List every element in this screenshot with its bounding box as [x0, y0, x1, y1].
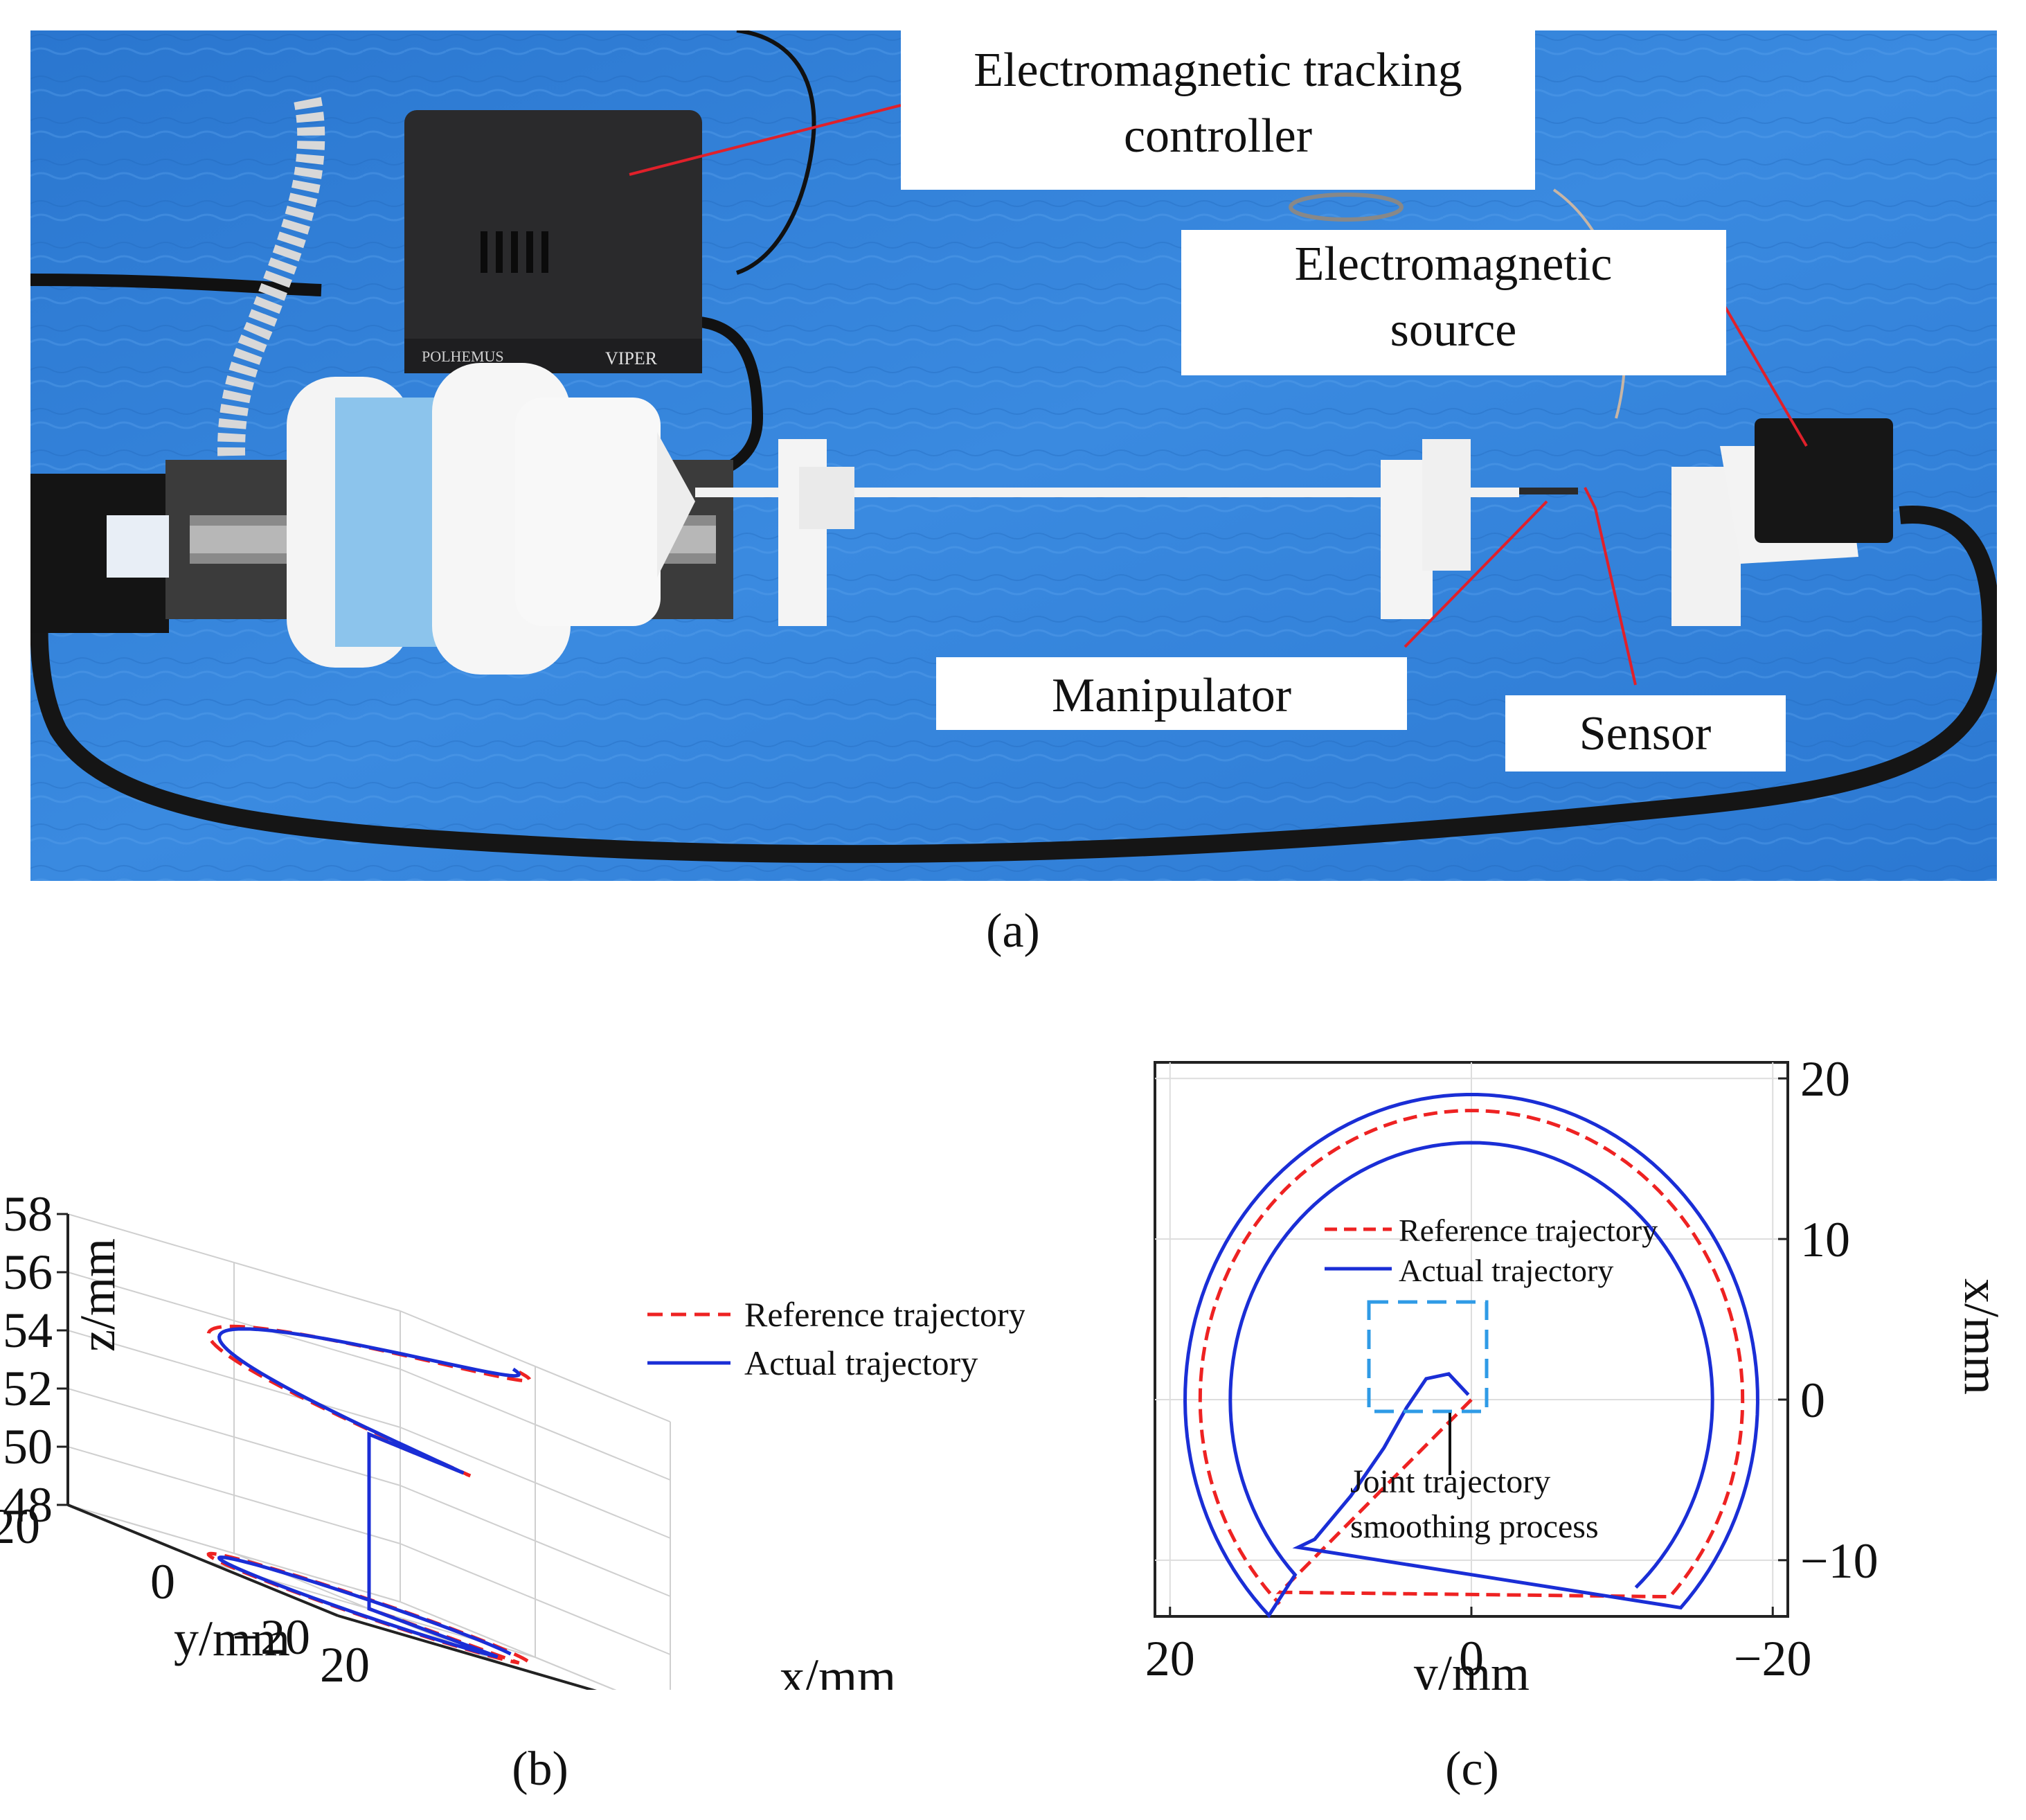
caption-c: (c) [1445, 1742, 1499, 1796]
series-b-actual-trajectory [217, 1327, 521, 1659]
legend-c-actual-label: Actual trajectory [1399, 1253, 1613, 1288]
plot-top-view-trajectory: 20 0 −20 20 10 0 −10 Joint trajectory smoothin… [1145, 1051, 2009, 1690]
manipulator-callout: Manipulator [936, 657, 1407, 730]
plot-b-legend: Reference trajectory Actual trajectory [647, 1295, 1025, 1382]
tick-label-b-z: 48 [3, 1477, 53, 1533]
legend-c-reference-label: Reference trajectory [1399, 1213, 1658, 1248]
legend-b-reference-label: Reference trajectory [744, 1295, 1025, 1334]
tick-label-c-x: 0 [1459, 1631, 1484, 1686]
caption-b: (b) [512, 1742, 568, 1796]
plot-c-legend: Reference trajectory Actual trajectory [1325, 1213, 1658, 1288]
tick-label-b-z: 50 [3, 1419, 53, 1474]
smoothing-highlight-box [1367, 1300, 1489, 1413]
tick-label-c-y: 20 [1800, 1051, 1850, 1107]
plot-b-xlabel: x/mm [780, 1649, 896, 1690]
plot-b-grid [66, 1213, 671, 1690]
tick-label-c-y: −10 [1800, 1533, 1879, 1589]
plot-c-xlabel: y/mm [1413, 1645, 1530, 1690]
rod-support-1 [778, 439, 854, 626]
plot-c-series [1183, 1092, 1759, 1618]
rod-support-2 [1381, 439, 1471, 619]
tick-label-c-y: 10 [1800, 1212, 1850, 1267]
tick-label-b-x: 20 [320, 1637, 370, 1690]
tick-label-c-x: 20 [1145, 1631, 1195, 1686]
grid-b-floor-line [337, 1615, 595, 1690]
annotation-line1: Joint trajectory [1350, 1463, 1550, 1500]
axis-b-y [67, 1504, 339, 1617]
plot-b-zlabel: z/mm [70, 1238, 125, 1352]
plot-b-series [206, 1324, 532, 1665]
power-cable [30, 506, 1997, 864]
legend-b-actual-label: Actual trajectory [744, 1344, 978, 1382]
source-callout: Electromagnetic source [1181, 230, 1726, 375]
tick-label-b-z: 54 [3, 1303, 53, 1358]
annotation-line2: smoothing process [1350, 1508, 1599, 1545]
series-c-actual-trajectory [1183, 1092, 1759, 1618]
tick-label-b-y: 20 [0, 1499, 40, 1554]
tracking-controller-device: POLHEMUS VIPER [404, 110, 702, 373]
device-model-label: VIPER [605, 348, 658, 368]
tick-label-b-x: 0 [499, 1686, 523, 1690]
series-c-reference-trajectory [1198, 1109, 1745, 1605]
controller-label-line2: controller [1124, 109, 1312, 163]
device-brand-label: POLHEMUS [422, 348, 504, 365]
grid-b-floor-line [400, 1601, 617, 1690]
tick-label-b-z: 52 [3, 1361, 53, 1416]
manipulator-rod [695, 488, 1519, 497]
tick-label-c-x: −20 [1734, 1631, 1812, 1686]
drive-unit-housing [287, 363, 695, 675]
tick-label-b-y: 0 [150, 1554, 175, 1609]
tick-label-c-y: 0 [1800, 1373, 1825, 1428]
controller-callout: Electromagnetic tracking controller [901, 30, 1535, 190]
caption-a: (a) [986, 904, 1040, 958]
plot-b-ylabel: y/mm [174, 1611, 290, 1666]
controller-label-line1: Electromagnetic tracking [974, 44, 1462, 97]
manipulator-label: Manipulator [1052, 669, 1291, 722]
tick-label-b-y: −20 [232, 1609, 310, 1665]
sensor-callout: Sensor [1505, 695, 1786, 771]
experimental-setup-photo: POLHEMUS VIPER [30, 30, 1997, 881]
tick-label-b-z: 58 [3, 1186, 53, 1242]
sensor-label: Sensor [1579, 707, 1712, 760]
axis-b-x [337, 1614, 598, 1690]
plot-c-ticks: 20 0 −20 20 10 0 −10 [1145, 1051, 1879, 1686]
electromagnetic-source-device [1671, 418, 1893, 626]
plot-c-ylabel: x/mm [1954, 1278, 2009, 1395]
source-label-line2: source [1390, 303, 1517, 357]
tick-label-b-z: 56 [3, 1244, 53, 1300]
source-label-line1: Electromagnetic [1295, 238, 1613, 291]
